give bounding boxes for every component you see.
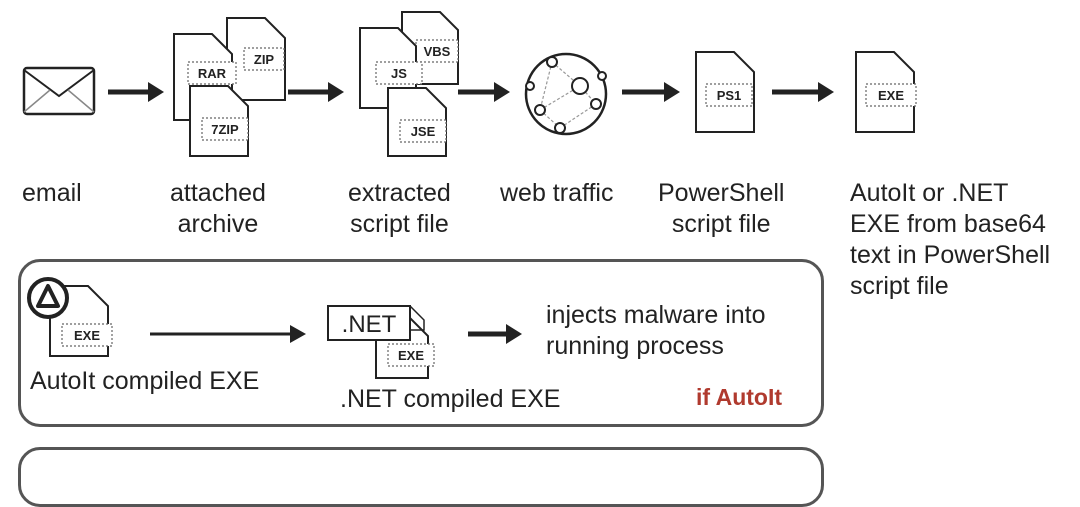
zip-tag: ZIP xyxy=(254,52,275,67)
arrow-net-to-inject xyxy=(468,324,522,344)
net-exe-icon: EXE .NET xyxy=(327,305,435,379)
network-globe-icon xyxy=(524,52,608,136)
net-exe-tag: EXE xyxy=(398,348,424,363)
arrow-email-to-archive xyxy=(108,82,164,102)
autoit-branch-box xyxy=(18,259,824,427)
autoit-exe-label: AutoIt compiled EXE xyxy=(30,367,260,395)
exe-file-icon: EXE xyxy=(855,51,917,133)
if-autoit-condition: if AutoIt xyxy=(696,384,783,410)
rar-tag: RAR xyxy=(198,66,227,81)
autoit-exe-icon: EXE xyxy=(27,277,113,357)
exe-tag: EXE xyxy=(878,88,904,103)
vbs-tag: VBS xyxy=(424,44,451,59)
flow-diagram: ZIP RAR 7ZIP VBS JS JSE xyxy=(22,11,917,379)
secondary-branch-box xyxy=(18,447,824,507)
envelope-icon xyxy=(22,66,96,116)
email-label: email xyxy=(22,179,82,207)
jse-tag: JSE xyxy=(411,124,436,139)
net-badge: .NET xyxy=(342,311,397,338)
ps1-tag: PS1 xyxy=(717,88,742,103)
7zip-tag: 7ZIP xyxy=(211,122,239,137)
net-exe-label: .NET compiled EXE xyxy=(340,385,561,413)
autoit-exe-tag: EXE xyxy=(74,328,100,343)
archive-files-icon: ZIP RAR 7ZIP xyxy=(173,17,286,157)
web-traffic-label: web traffic xyxy=(500,179,614,207)
arrow-autoit-to-net xyxy=(150,325,306,343)
arrow-script-to-web xyxy=(458,82,510,102)
ps1-file-icon: PS1 xyxy=(695,51,755,133)
js-tag: JS xyxy=(391,66,407,81)
arrow-powershell-to-exe xyxy=(772,82,834,102)
script-files-icon: VBS JS JSE xyxy=(359,11,459,157)
arrow-archive-to-script xyxy=(288,82,344,102)
arrow-web-to-powershell xyxy=(622,82,680,102)
